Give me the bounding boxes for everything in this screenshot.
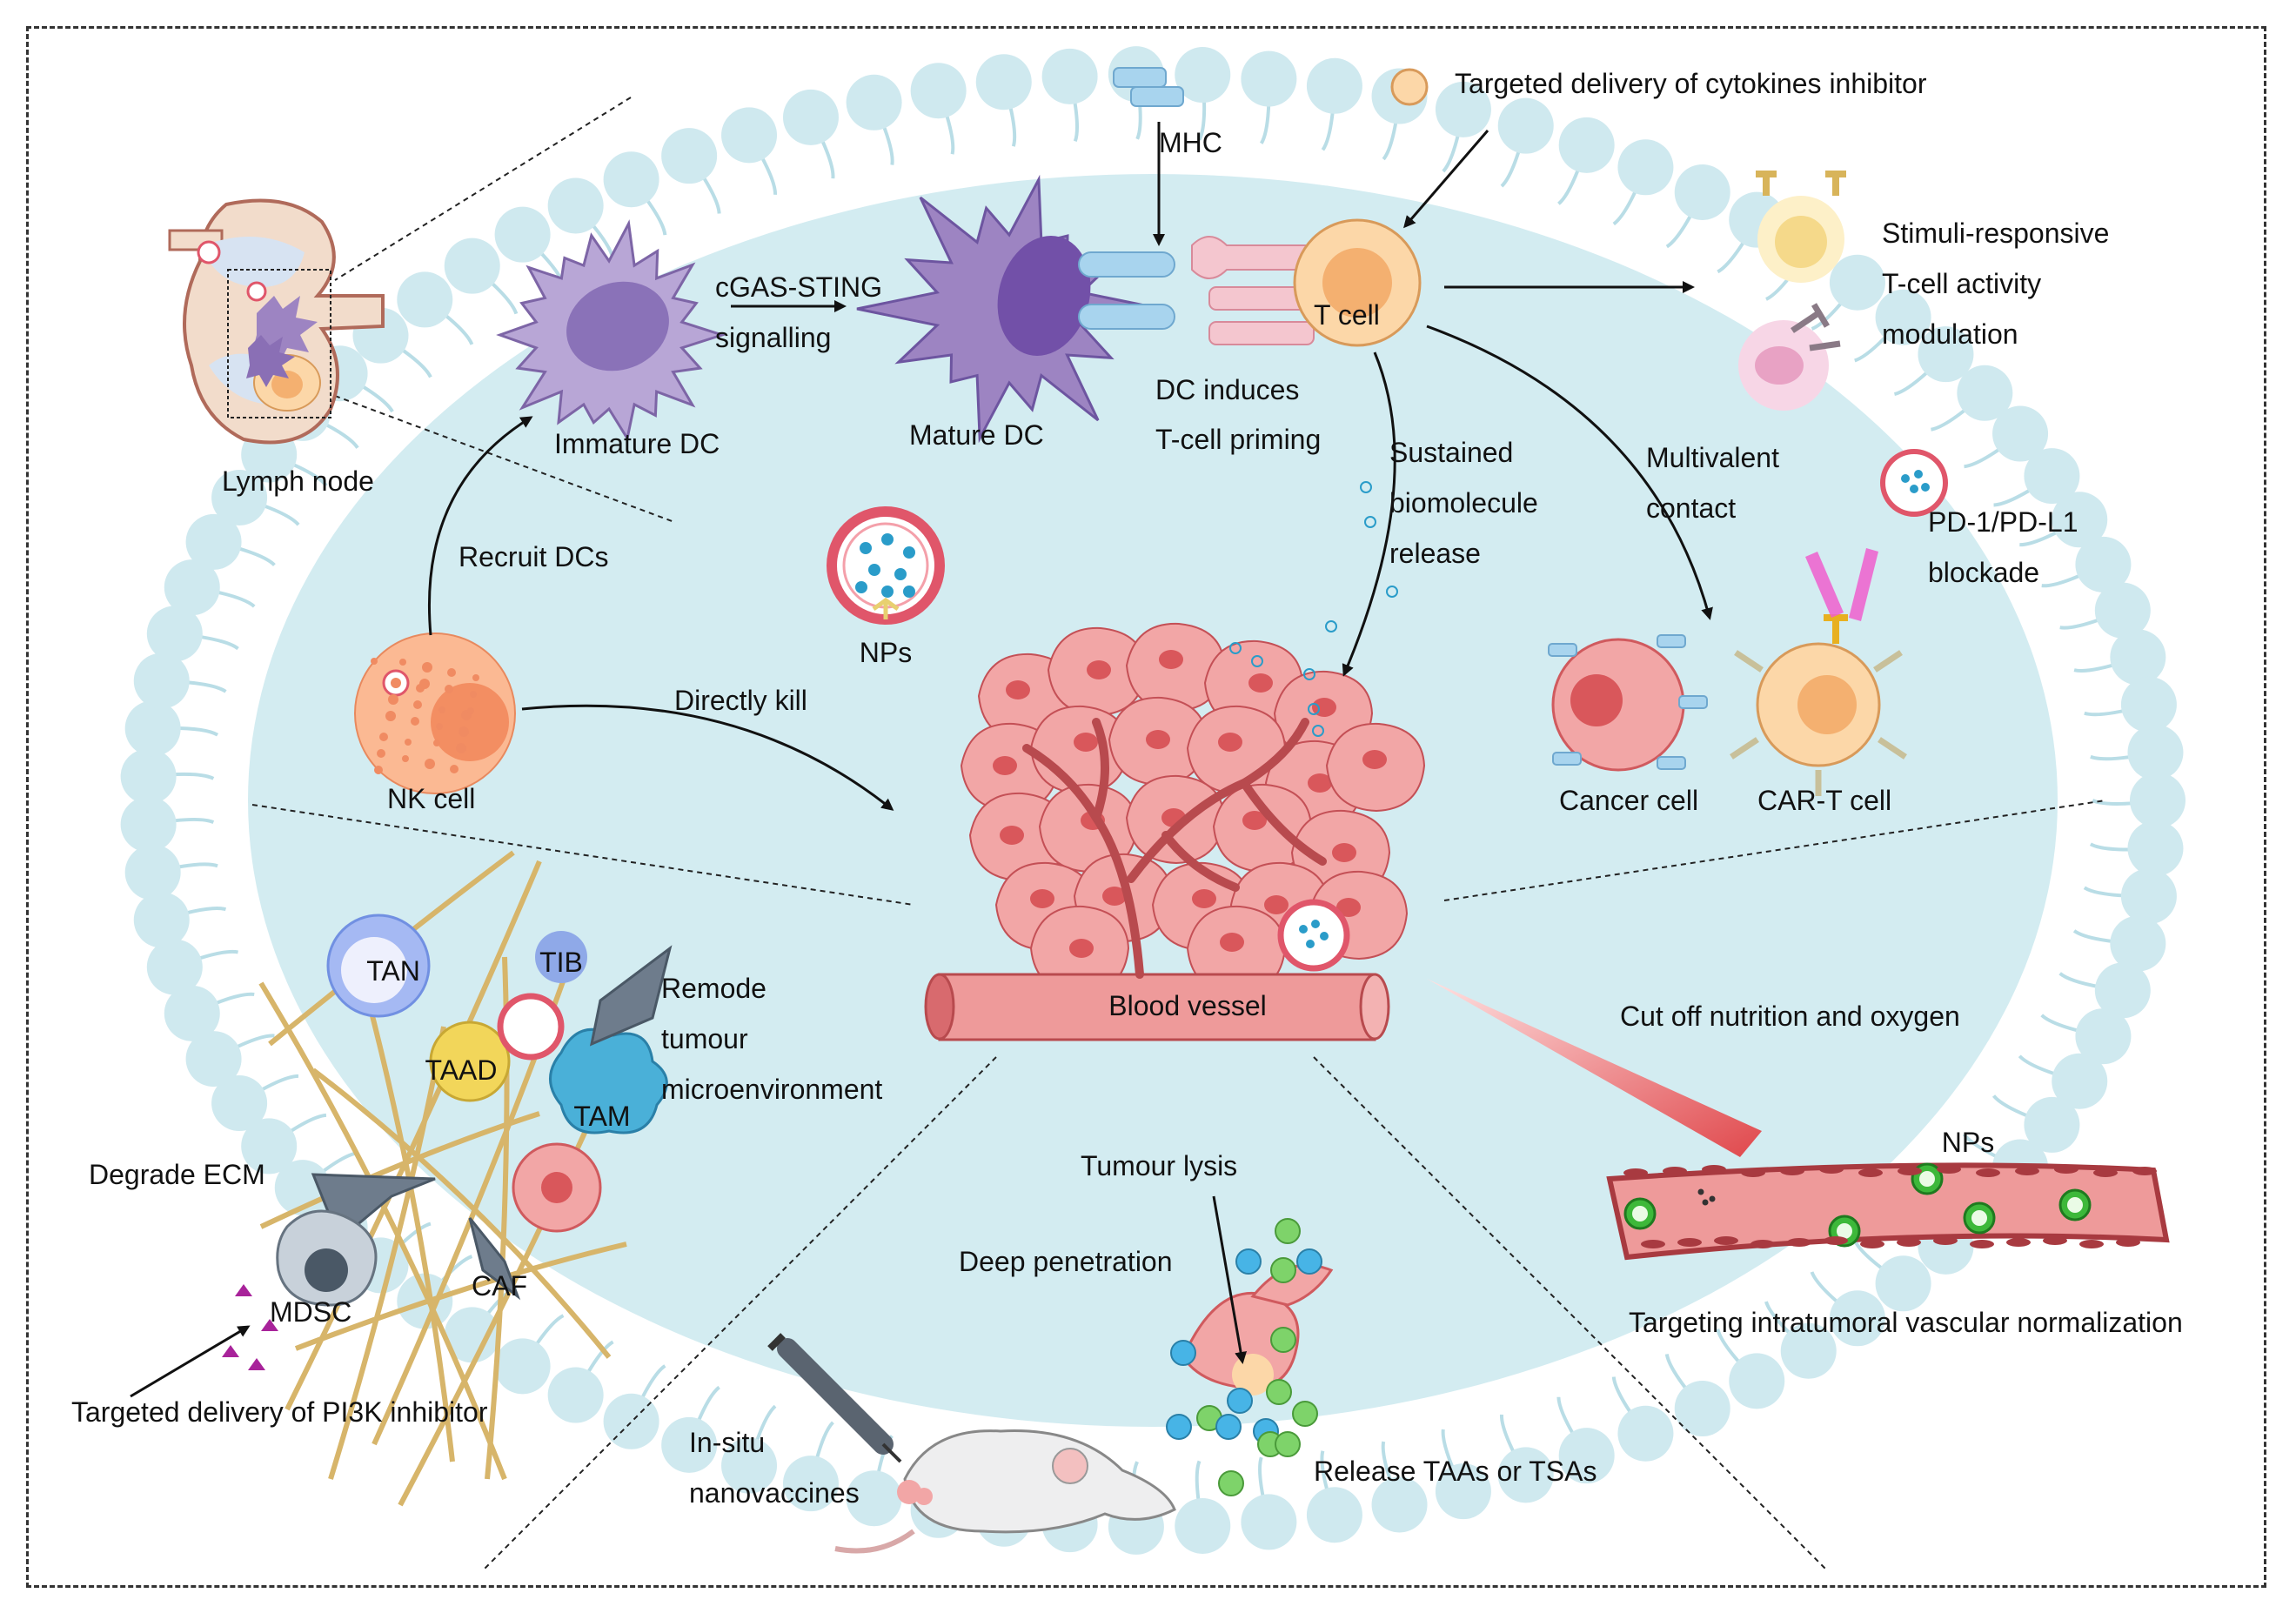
label-deep-penetration: Deep penetration (959, 1246, 1173, 1277)
blood-vessel-icon (924, 973, 1390, 1041)
label-immature-dc: Immature DC (554, 428, 720, 459)
syringe-icon (767, 1333, 902, 1463)
arrows (130, 122, 1713, 1398)
mhc-icon (1113, 67, 1184, 107)
label-remodel-2: tumour (661, 1023, 748, 1054)
label-taad: TAAD (425, 1054, 498, 1086)
label-cut-off: Cut off nutrition and oxygen (1620, 1001, 1960, 1032)
label-multivalent-1: Multivalent (1646, 442, 1779, 473)
label-degrade-ecm: Degrade ECM (89, 1159, 265, 1190)
label-blood-vessel: Blood vessel (1108, 990, 1267, 1021)
label-lymph-node: Lymph node (222, 465, 374, 497)
t-cell-receptors (1191, 236, 1323, 345)
tumour-mass-icon (960, 622, 1426, 995)
label-tam: TAM (573, 1101, 631, 1132)
vessel-branches (1022, 718, 1327, 979)
label-stimuli-1: Stimuli-responsive (1882, 218, 2110, 249)
label-sustained-3: release (1389, 538, 1481, 569)
mouse-icon (834, 1429, 1176, 1554)
tme-cells (222, 914, 673, 1370)
divider-lines (251, 97, 2106, 1571)
label-remodel-1: Remode (661, 973, 766, 1004)
label-mhc: MHC (1159, 127, 1222, 158)
mature-dc-icon (856, 174, 1175, 444)
nk-cell-icon (354, 632, 516, 794)
lymph-node-icon (168, 198, 385, 445)
stimuli-t-cells-icon (1738, 171, 1846, 411)
nanoparticle-icon (827, 506, 945, 625)
label-t-cell: T cell (1314, 299, 1380, 331)
t-cell-icon (1293, 218, 1422, 347)
label-in-situ-1: In-situ (689, 1427, 766, 1458)
free-nanoparticles (1229, 481, 1398, 737)
label-sustained-2: biomolecule (1389, 487, 1538, 519)
label-targeted-pi3k: Targeted delivery of PI3K inhibitor (71, 1396, 488, 1428)
label-cgas-2: signalling (715, 322, 832, 353)
label-multivalent-2: contact (1646, 492, 1737, 524)
label-mature-dc: Mature DC (909, 419, 1044, 451)
label-vascular-norm: Targeting intratumoral vascular normaliz… (1629, 1307, 2183, 1338)
label-cgas-1: cGAS-STING (715, 271, 883, 303)
label-sustained-1: Sustained (1389, 437, 1514, 468)
immature-dc-icon (496, 219, 726, 442)
label-cancer-cell: Cancer cell (1559, 785, 1699, 816)
cytokine-inhibitor-icon (1390, 68, 1429, 106)
label-in-situ-2: nanovaccines (689, 1477, 860, 1509)
label-remodel-3: microenvironment (661, 1074, 883, 1105)
label-directly-kill: Directly kill (674, 685, 807, 716)
label-car-t-cell: CAR-T cell (1757, 785, 1892, 816)
label-mdsc: MDSC (270, 1296, 352, 1328)
label-targeted-cytokines: Targeted delivery of cytokines inhibitor (1455, 68, 1927, 99)
label-pd1-1: PD-1/PD-L1 (1928, 506, 2078, 538)
label-caf: CAF (472, 1270, 527, 1302)
label-dc-induces-1: DC induces (1155, 374, 1300, 405)
normalized-vessel-icon (1606, 1162, 2170, 1261)
label-tib: TIB (539, 947, 583, 978)
label-tan: TAN (366, 955, 420, 987)
tumour-lysis-icon (1166, 1218, 1334, 1496)
label-release-taas: Release TAAs or TSAs (1314, 1456, 1597, 1487)
car-t-cell-icon (1730, 449, 1948, 796)
label-stimuli-3: modulation (1882, 318, 2018, 350)
label-stimuli-2: T-cell activity (1882, 268, 2042, 299)
label-pd1-2: blockade (1928, 557, 2040, 588)
label-nk-cell: NK cell (387, 783, 476, 814)
label-nps-center: NPs (859, 637, 913, 668)
cut-off-wedge (1427, 979, 1762, 1157)
label-dc-induces-2: T-cell priming (1155, 424, 1322, 455)
cancer-cell-icon (1548, 634, 1708, 772)
label-tumour-lysis: Tumour lysis (1081, 1150, 1238, 1181)
label-nps-vessel: NPs (1941, 1127, 1995, 1158)
dashed-frame (26, 26, 2266, 1588)
label-recruit-dcs: Recruit DCs (459, 541, 609, 572)
